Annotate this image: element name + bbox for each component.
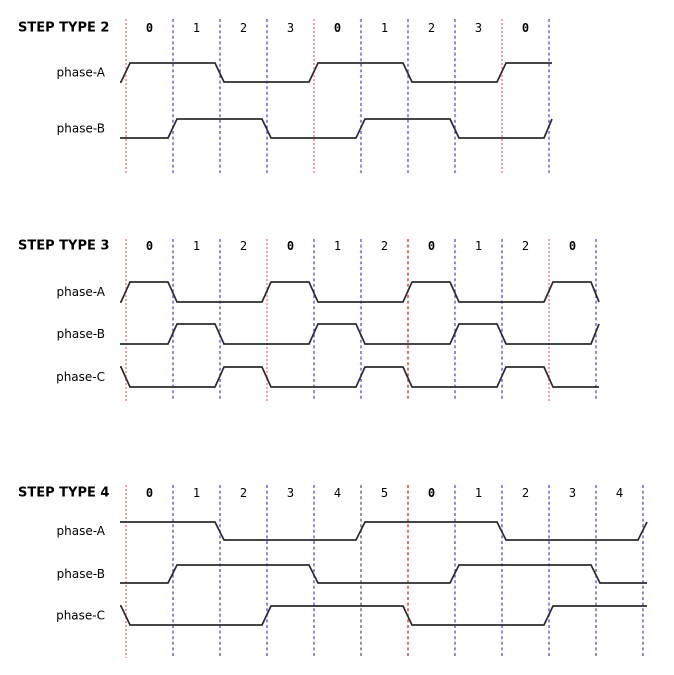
step-number: 1 (334, 239, 341, 253)
step-number: 2 (240, 239, 247, 253)
step-number: 0 (428, 239, 435, 253)
step-number: 2 (522, 239, 529, 253)
step-number: 3 (569, 486, 576, 500)
section-step-type-4: STEP TYPE 4 0 1 2 3 4 5 0 1 2 3 4 phase-A phase-B phas… (18, 485, 648, 658)
step-number: 2 (240, 486, 247, 500)
waveform-phase-B (120, 323, 600, 345)
step-number: 1 (475, 486, 482, 500)
step-number: 0 (522, 21, 529, 35)
step-number: 3 (287, 21, 294, 35)
waveform-phase-B (120, 118, 553, 139)
step-number: 2 (522, 486, 529, 500)
phase-label: phase-A (57, 285, 106, 299)
step-number: 1 (475, 239, 482, 253)
step-number: 0 (334, 21, 341, 35)
section-title: STEP TYPE 2 (18, 21, 109, 36)
waveform-phase-A (120, 62, 552, 83)
step-number: 0 (146, 486, 153, 500)
step-number: 4 (334, 486, 341, 500)
step-number: 5 (381, 486, 388, 500)
section-title: STEP TYPE 4 (18, 486, 109, 501)
step-number: 1 (193, 239, 200, 253)
phase-label: phase-C (56, 609, 105, 623)
phase-label: phase-C (56, 370, 105, 384)
section-title: STEP TYPE 3 (18, 239, 109, 254)
step-number: 0 (428, 486, 435, 500)
waveform-phase-B (120, 564, 647, 584)
phase-label: phase-B (57, 327, 105, 341)
waveform-phase-C (120, 605, 647, 626)
section-step-type-2: STEP TYPE 2 0 1 2 3 0 1 2 3 0 phase-A phase-B (18, 19, 553, 173)
step-number: 3 (287, 486, 294, 500)
step-number: 2 (428, 21, 435, 35)
section-step-type-3: STEP TYPE 3 0 1 2 0 1 2 0 1 2 0 phase-A phase-B phase… (18, 239, 600, 401)
phase-label: phase-A (57, 524, 106, 538)
phase-label: phase-A (57, 66, 106, 80)
step-number: 1 (381, 21, 388, 35)
step-number: 0 (146, 21, 153, 35)
waveform-phase-A (120, 521, 648, 541)
step-number: 0 (146, 239, 153, 253)
step-number: 3 (475, 21, 482, 35)
step-number: 1 (193, 21, 200, 35)
step-number: 1 (193, 486, 200, 500)
step-number: 4 (616, 486, 623, 500)
step-number: 2 (381, 239, 388, 253)
waveform-phase-A (120, 281, 600, 303)
phase-label: phase-B (57, 567, 105, 581)
step-number: 0 (569, 239, 576, 253)
step-number: 0 (287, 239, 294, 253)
step-number: 2 (240, 21, 247, 35)
waveform-phase-C (120, 366, 599, 388)
phase-label: phase-B (57, 122, 105, 136)
